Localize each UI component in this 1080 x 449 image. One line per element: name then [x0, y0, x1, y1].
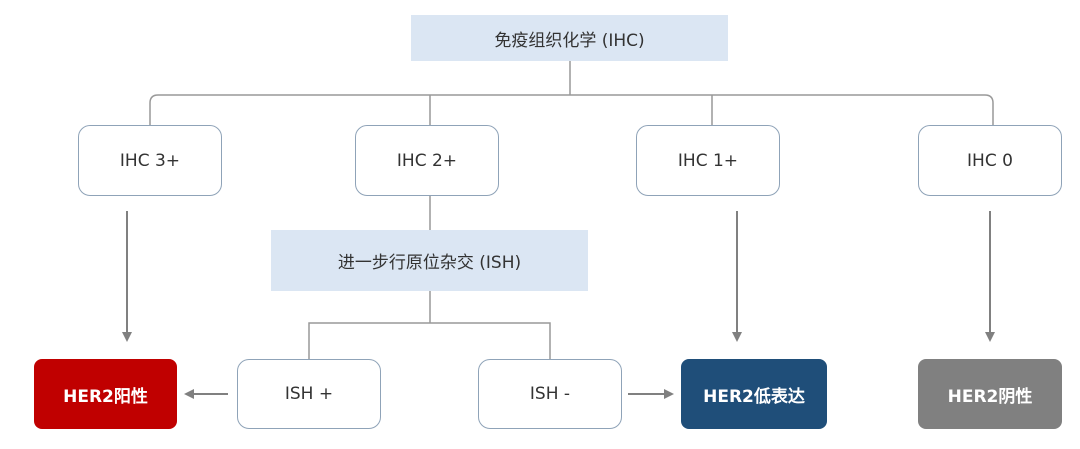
ish-negative-box: ISH -	[478, 359, 622, 429]
ihc1-box: IHC 1+	[636, 125, 780, 196]
ihc3-box: IHC 3+	[78, 125, 222, 196]
ihc0-box: IHC 0	[918, 125, 1062, 196]
ish-step-box: 进一步行原位杂交 (ISH)	[271, 230, 588, 291]
her2-positive-box: HER2阳性	[34, 359, 177, 429]
ihc-branch-bus	[149, 94, 994, 125]
her2-low-box: HER2低表达	[681, 359, 827, 429]
ihc2-box: IHC 2+	[355, 125, 499, 196]
ish-branch-bus	[308, 322, 551, 359]
ihc-root-box: 免疫组织化学 (IHC)	[411, 15, 728, 61]
ish-positive-box: ISH +	[237, 359, 381, 429]
her2-negative-box: HER2阴性	[918, 359, 1062, 429]
